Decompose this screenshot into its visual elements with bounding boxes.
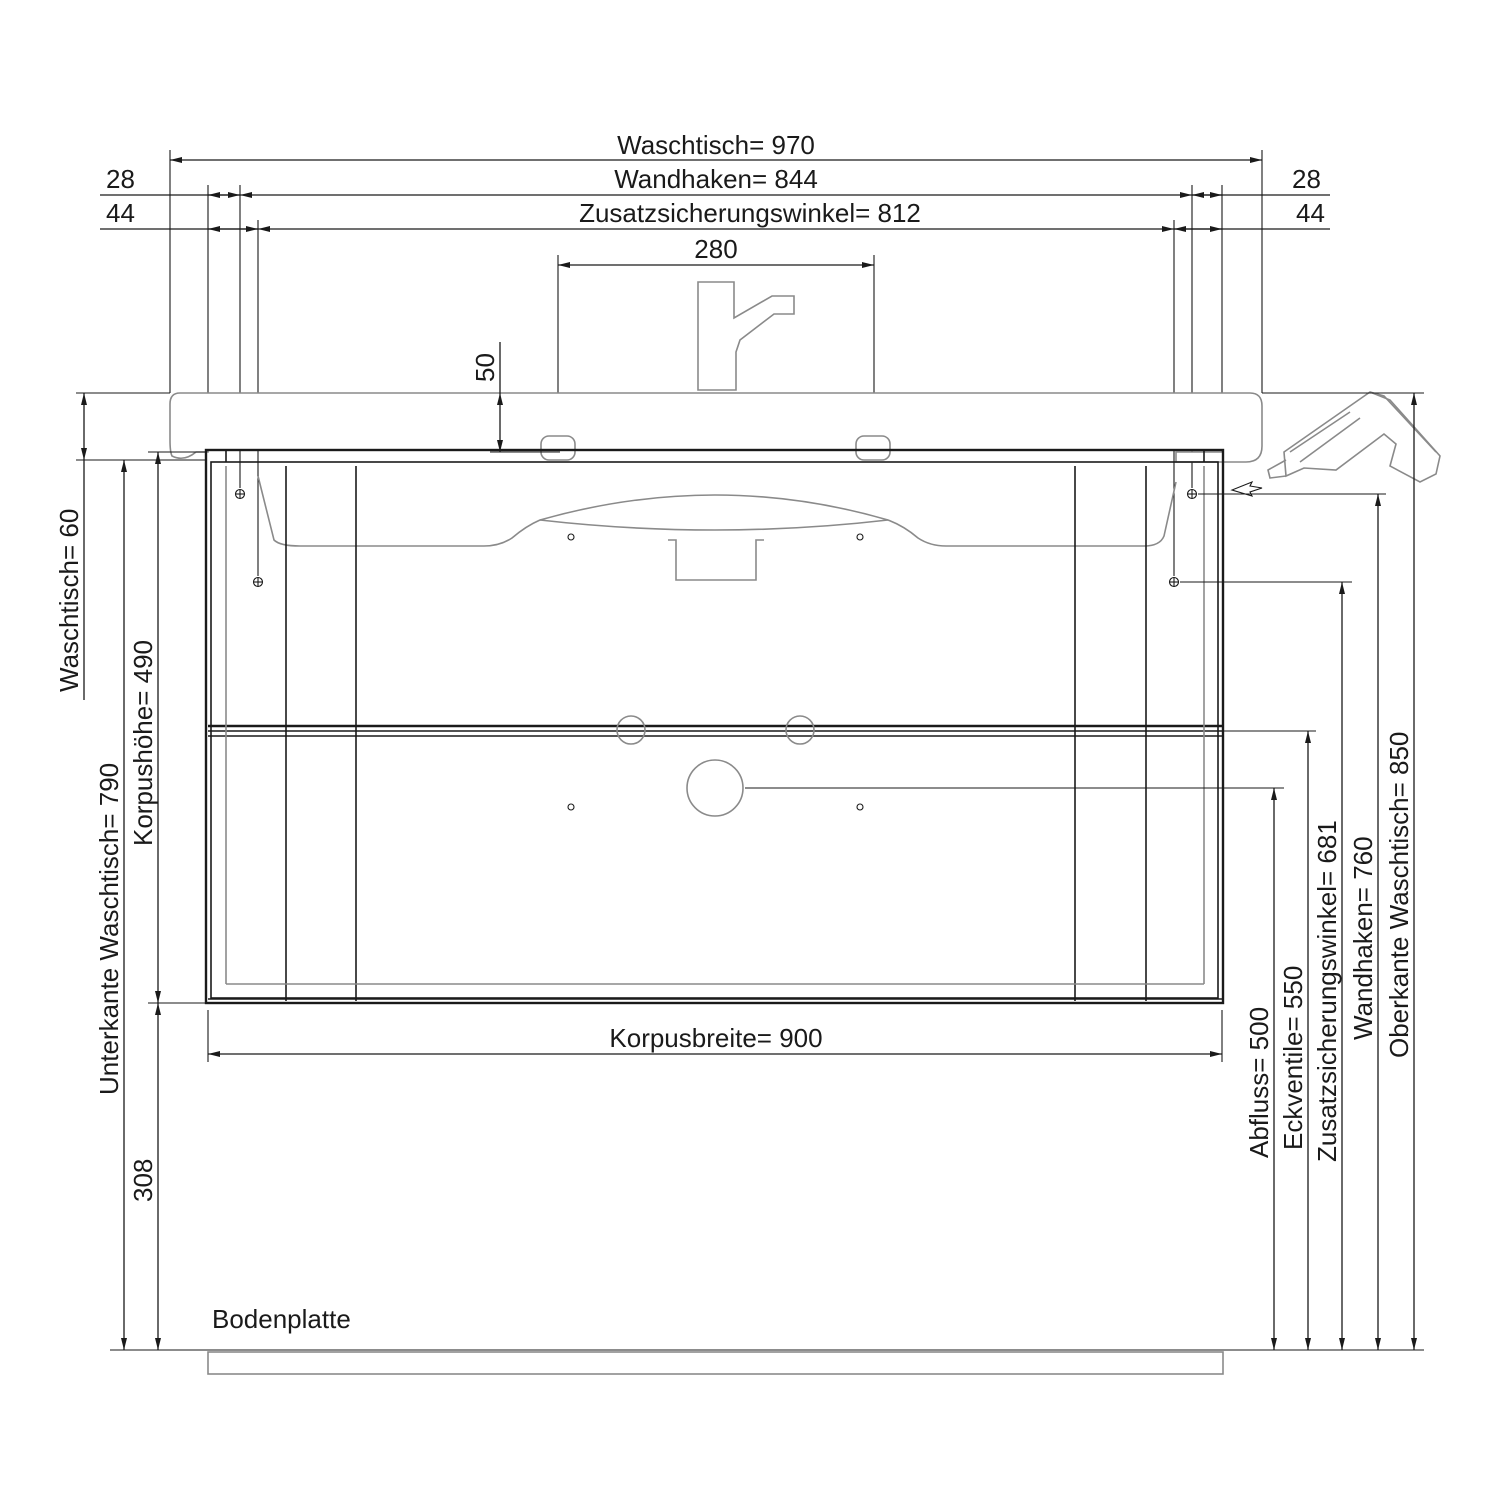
angle-valve-left — [616, 715, 646, 745]
dim-label-tap-hole-distance: 280 — [694, 234, 737, 264]
dim-label-washbasin-width: Waschtisch= 970 — [617, 130, 815, 160]
wall-hook-mark-right — [1186, 488, 1198, 500]
dim-label-top-edge-washbasin: Oberkante Waschtisch= 850 — [1384, 732, 1414, 1058]
carcass-width-dimension: Korpusbreite= 900 — [207, 1010, 1223, 1062]
floor-plate: Bodenplatte — [110, 1304, 1424, 1375]
glue-gun-icon — [1230, 391, 1441, 497]
right-dimensions: Abfluss= 500 Eckventile= 550 Zusatzsiche… — [745, 392, 1424, 1350]
vanity-carcass — [204, 448, 1225, 1005]
dim-label-carcass-width: Korpusbreite= 900 — [609, 1023, 822, 1053]
dim-label-underside-washbasin: Unterkante Waschtisch= 790 — [94, 763, 124, 1095]
dim-label-floor-clearance: 308 — [128, 1159, 158, 1202]
dim-label-right-hook-offset: 28 — [1292, 164, 1321, 194]
wall-hook-mark-left — [234, 488, 246, 500]
dim-label-basin-overhang: 50 — [470, 353, 500, 382]
dim-label-drain-height: Abfluss= 500 — [1244, 1007, 1274, 1158]
floor-plate-label: Bodenplatte — [212, 1304, 351, 1334]
dim-label-right-bracket-offset: 44 — [1296, 198, 1325, 228]
bracket-mark-left — [252, 576, 264, 588]
drain-opening — [686, 759, 744, 817]
dim-label-left-bracket-offset: 44 — [106, 198, 135, 228]
left-dimensions: Waschtisch= 60 Unterkante Waschtisch= 79… — [54, 392, 206, 1351]
faucet-icon — [697, 281, 795, 391]
dim-label-additional-bracket-height: Zusatzsicherungswinkel= 681 — [1312, 820, 1342, 1162]
washbasin — [169, 281, 1263, 581]
dim-label-carcass-height: Korpushöhe= 490 — [128, 640, 158, 846]
dim-label-wall-hook-distance: Wandhaken= 844 — [614, 164, 818, 194]
dim-label-left-hook-offset: 28 — [106, 164, 135, 194]
top-dimensions: Waschtisch= 970 Wandhaken= 844 28 28 Zus… — [100, 130, 1330, 576]
dim-label-washbasin-height: Waschtisch= 60 — [54, 509, 84, 692]
bracket-mark-right — [1168, 576, 1180, 588]
dim-label-wall-hook-height: Wandhaken= 760 — [1348, 836, 1378, 1040]
dim-label-additional-bracket-distance: Zusatzsicherungswinkel= 812 — [579, 198, 921, 228]
dim-label-angle-valves-height: Eckventile= 550 — [1278, 966, 1308, 1150]
basin-overhang-dimension: 50 — [470, 342, 560, 453]
angle-valve-right — [785, 715, 815, 745]
